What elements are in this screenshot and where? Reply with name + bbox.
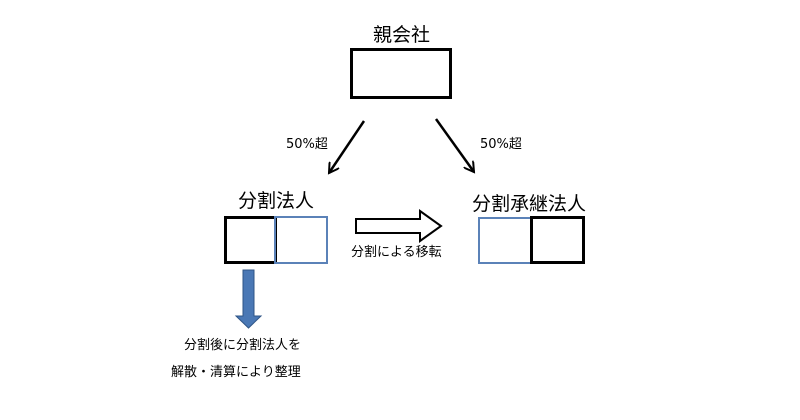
ownership-arrow-left (329, 120, 366, 173)
note-line-2: 解散・清算により整理 (171, 365, 301, 380)
transfer-label: 分割による移転 (351, 245, 442, 260)
ownership-right-label: 50%超 (480, 137, 522, 152)
parent-company-box (350, 48, 452, 99)
note-line-1: 分割後に分割法人を (184, 338, 302, 353)
successor-company-label: 分割承継法人 (472, 193, 587, 215)
successor-company-box-received (478, 217, 532, 264)
ownership-arrow-right (434, 118, 474, 172)
split-company-box-transferred (274, 216, 328, 264)
split-company-label: 分割法人 (238, 190, 315, 212)
dissolution-arrow (234, 269, 263, 329)
split-company-box-retained (224, 216, 277, 264)
transfer-arrow (355, 209, 443, 243)
parent-company-label: 親会社 (373, 24, 431, 46)
ownership-left-label: 50%超 (286, 137, 328, 152)
successor-company-box-existing (530, 216, 585, 264)
